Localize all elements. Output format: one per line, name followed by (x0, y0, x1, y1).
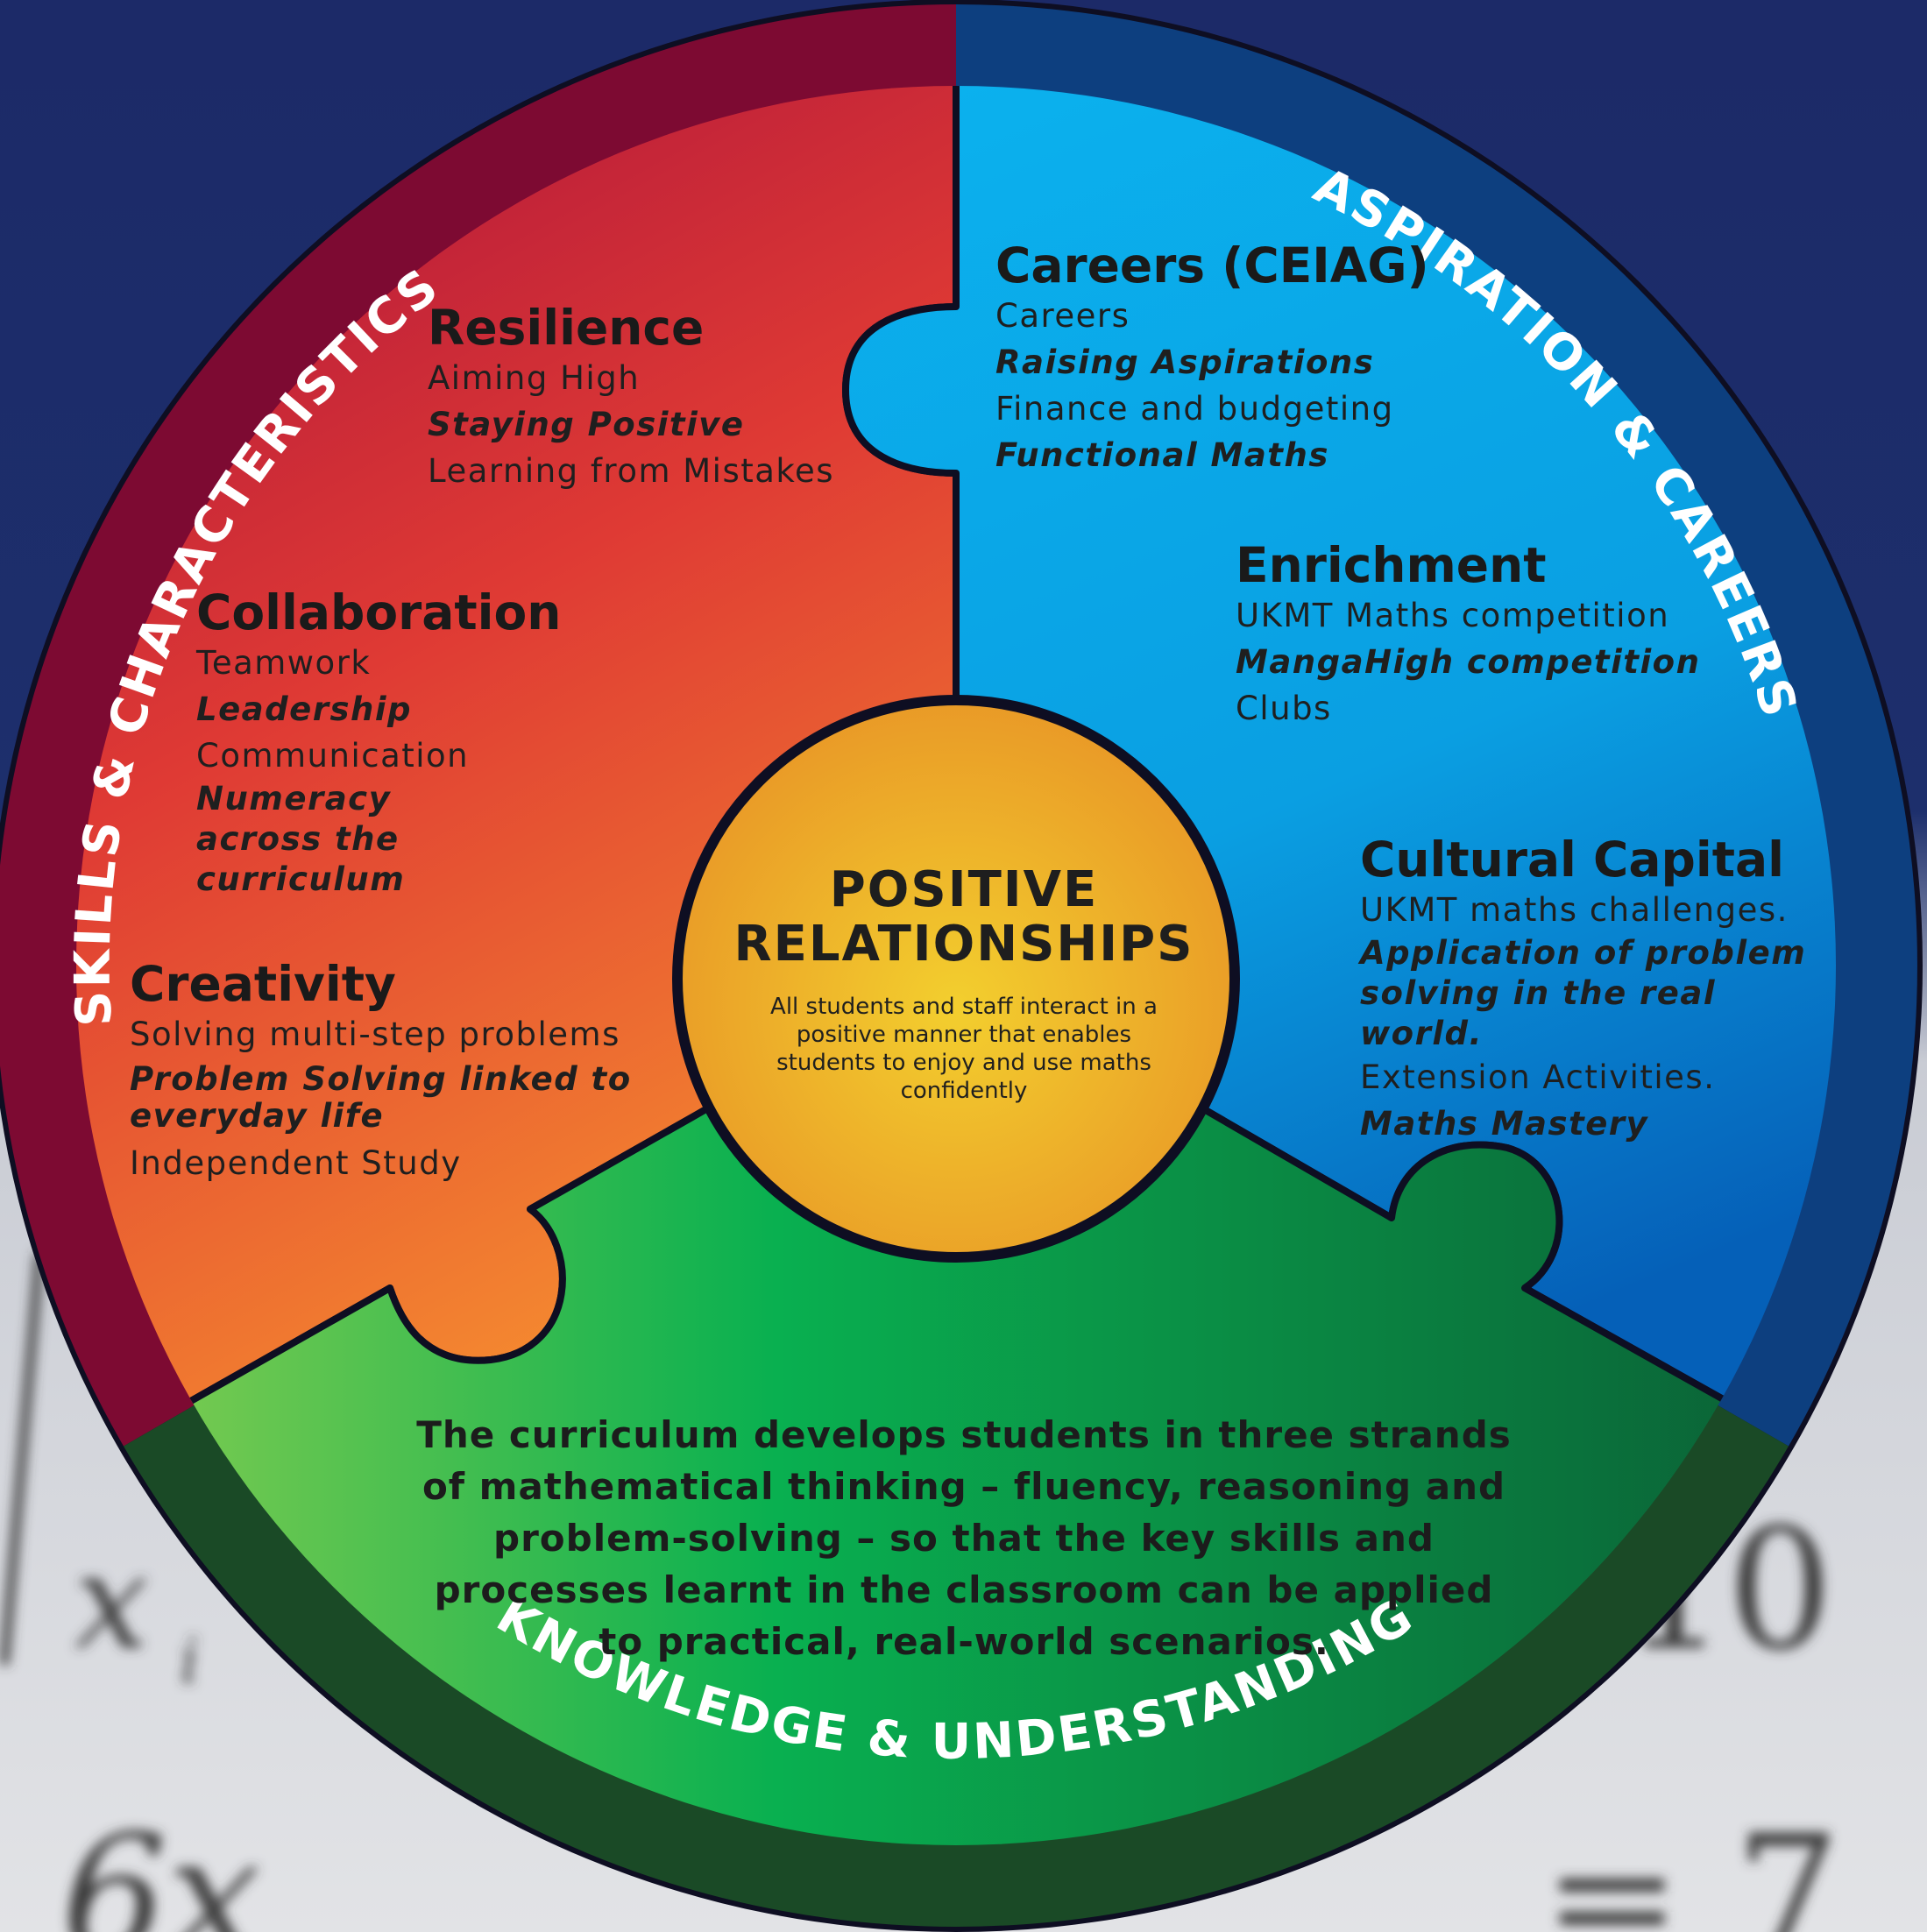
enrichment-block: Enrichment UKMT Maths competition MangaH… (1236, 538, 1700, 732)
math-equation-right: = 7 (1542, 1800, 1840, 1932)
careers-heading: Careers (CEIAG) (995, 237, 1429, 294)
cultural-capital-item: Extension Activities. (1360, 1058, 1716, 1096)
collaboration-heading: Collaboration (196, 584, 562, 640)
creativity-item: Independent Study (130, 1144, 462, 1182)
knowledge-text: The curriculum develops students in thre… (416, 1413, 1512, 1663)
careers-item: Finance and budgeting (995, 390, 1394, 428)
collaboration-item: Communication (196, 737, 470, 775)
careers-item: Raising Aspirations (995, 343, 1375, 381)
collaboration-item: Teamwork (196, 644, 372, 682)
resilience-block: Resilience Aiming High Staying Positive … (428, 301, 834, 494)
cultural-capital-item: UKMT maths challenges. (1360, 891, 1789, 929)
resilience-item: Learning from Mistakes (428, 452, 835, 490)
creativity-item: Problem Solving linked to everyday life (130, 1060, 632, 1135)
careers-item: Careers (995, 297, 1130, 335)
enrichment-item: UKMT Maths competition (1236, 597, 1670, 634)
collaboration-item: Numeracy across the curriculum (196, 780, 406, 898)
cultural-capital-heading: Cultural Capital (1360, 832, 1785, 888)
center-circle (672, 695, 1240, 1263)
creativity-block: Creativity Solving multi-step problems P… (130, 957, 638, 1186)
enrichment-item: MangaHigh competition (1236, 643, 1701, 681)
math-equation-left: 6x (61, 1800, 261, 1932)
creativity-heading: Creativity (130, 956, 396, 1012)
resilience-item: Staying Positive (428, 406, 745, 443)
careers-item: Functional Maths (995, 436, 1329, 474)
cultural-capital-item: Maths Mastery (1360, 1105, 1649, 1143)
enrichment-item: Clubs (1236, 690, 1332, 727)
resilience-heading: Resilience (428, 300, 705, 356)
collaboration-item: Leadership (196, 690, 412, 728)
enrichment-heading: Enrichment (1236, 537, 1547, 593)
collaboration-block: Collaboration Teamwork Leadership Commun… (196, 585, 561, 900)
math-variable: x (74, 1526, 149, 1679)
cultural-capital-block: Cultural Capital UKMT maths challenges. … (1360, 832, 1816, 1147)
creativity-item: Solving multi-step problems (130, 1016, 620, 1053)
center-body: All students and staff interact in a pos… (770, 994, 1158, 1104)
knowledge-puzzle-piece (76, 962, 1836, 1845)
center-title: POSITIVE RELATIONSHIPS (733, 861, 1194, 973)
resilience-item: Aiming High (428, 359, 641, 397)
math-subscript: i (180, 1625, 199, 1697)
cultural-capital-item: Application of problem solving in the re… (1360, 934, 1807, 1052)
careers-block: Careers (CEIAG) Careers Raising Aspirati… (995, 238, 1429, 478)
math-fraction-bar (0, 1252, 44, 1666)
